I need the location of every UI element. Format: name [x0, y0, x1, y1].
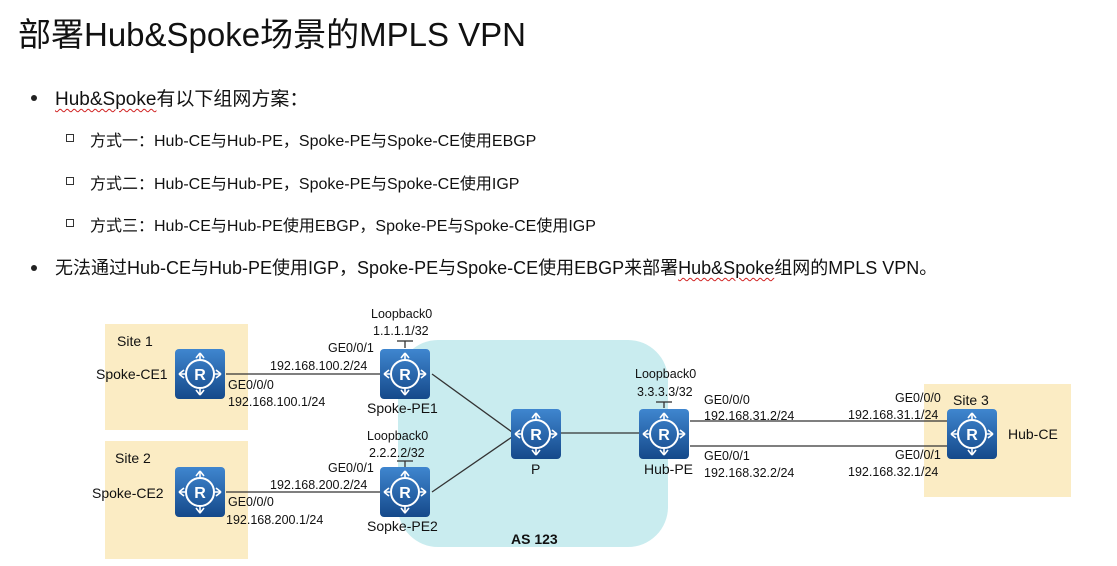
option-2: 方式二：Hub-CE与Hub-PE，Spoke-PE与Spoke-CE使用IGP	[90, 176, 520, 193]
site-3-label: Site 3	[953, 392, 989, 408]
router-glyph: R	[966, 427, 978, 444]
hubpe-ip-1: 192.168.32.2/24	[704, 466, 794, 480]
option-1: 方式一：Hub-CE与Hub-PE，Spoke-PE与Spoke-CE使用EBG…	[90, 133, 537, 150]
sub-bullet-square	[66, 177, 74, 185]
spoke-ce1-label: Spoke-CE1	[96, 366, 168, 382]
site-1-label: Site 1	[117, 333, 153, 349]
hub-ce-label: Hub-CE	[1008, 426, 1058, 442]
bullet-2-prefix: 无法通过Hub-CE与Hub-PE使用IGP，Spoke-PE与Spoke-CE…	[55, 258, 679, 278]
router-glyph: R	[194, 367, 206, 384]
hubpe-loopback-ip: 3.3.3.3/32	[637, 385, 693, 399]
bullet-1: Hub&Spoke有以下组网方案：	[55, 84, 308, 111]
bullet-dot	[31, 265, 37, 271]
bullet-dot	[31, 95, 37, 101]
spoke-ce2-label: Spoke-CE2	[92, 485, 164, 501]
hubce-interface-0: GE0/0/0	[895, 391, 941, 405]
ce2-ip: 192.168.200.1/24	[226, 513, 323, 527]
bullet-2-wavy: Hub&Spoke	[678, 258, 775, 278]
hubce-ip-0: 192.168.31.1/24	[848, 408, 938, 422]
spoke-pe1-label: Spoke-PE1	[367, 400, 438, 416]
as-label: AS 123	[511, 531, 558, 547]
hubce-ip-1: 192.168.32.1/24	[848, 465, 938, 479]
pe1-loopback-label: Loopback0	[371, 307, 432, 321]
hubpe-ip-0: 192.168.31.2/24	[704, 409, 794, 423]
option-3: 方式三：Hub-CE与Hub-PE使用EBGP，Spoke-PE与Spoke-C…	[90, 218, 596, 235]
router-glyph: R	[530, 427, 542, 444]
page-title: 部署Hub&Spoke场景的MPLS VPN	[18, 16, 527, 53]
hubpe-interface-0: GE0/0/0	[704, 393, 750, 407]
sub-bullet-square	[66, 219, 74, 227]
links	[226, 340, 950, 493]
pe1-interface: GE0/0/1	[328, 341, 374, 355]
ce2-interface: GE0/0/0	[228, 495, 274, 509]
router-glyph: R	[658, 427, 670, 444]
pe2-interface: GE0/0/1	[328, 461, 374, 475]
router-glyph: R	[399, 485, 411, 502]
sub-bullet-square	[66, 134, 74, 142]
bullet-2: 无法通过Hub-CE与Hub-PE使用IGP，Spoke-PE与Spoke-CE…	[55, 254, 937, 280]
pe1-loopback-ip: 1.1.1.1/32	[373, 324, 429, 338]
bullet-1-suffix: 有以下组网方案：	[156, 89, 309, 110]
pe1-ip: 192.168.100.2/24	[270, 359, 367, 373]
hubce-interface-1: GE0/0/1	[895, 448, 941, 462]
bullet-1-prefix: Hub&Spoke	[55, 89, 157, 110]
hubpe-loopback-label: Loopback0	[635, 367, 696, 381]
pe2-ip: 192.168.200.2/24	[270, 478, 367, 492]
p-label: P	[531, 461, 540, 477]
ce1-interface: GE0/0/0	[228, 378, 274, 392]
pe2-loopback-label: Loopback0	[367, 429, 428, 443]
hubpe-interface-1: GE0/0/1	[704, 449, 750, 463]
router-glyph: R	[194, 485, 206, 502]
hub-pe-label: Hub-PE	[644, 461, 693, 477]
router-glyph: R	[399, 367, 411, 384]
ce1-ip: 192.168.100.1/24	[228, 395, 325, 409]
spoke-pe2-label: Sopke-PE2	[367, 518, 438, 534]
bullet-2-suffix: 组网的MPLS VPN。	[774, 258, 938, 278]
pe2-loopback-ip: 2.2.2.2/32	[369, 446, 425, 460]
site-2-label: Site 2	[115, 450, 151, 466]
